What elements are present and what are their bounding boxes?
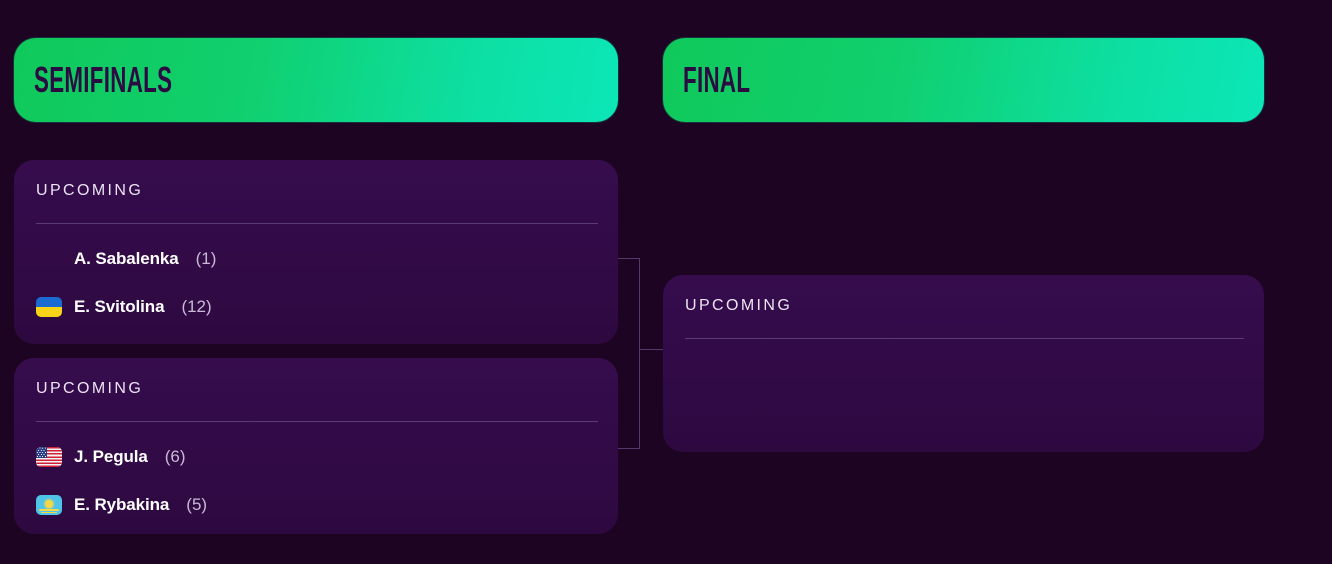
player-seed: (5): [186, 495, 208, 514]
connector-stub-bottom: [618, 448, 640, 449]
match-status-semifinal-1: UPCOMING: [36, 182, 144, 199]
kazakhstan-flag-icon: [36, 495, 62, 515]
usa-flag-icon: [36, 447, 62, 467]
player-seed: (12): [181, 297, 212, 316]
card-divider: [36, 421, 598, 422]
round-column-final: FINAL UPCOMING: [663, 0, 1264, 564]
no-flag-icon: [36, 249, 62, 269]
player-name: E. Rybakina: [74, 495, 170, 514]
player-seed: (1): [195, 249, 217, 268]
card-divider: [36, 223, 598, 224]
player-name: E. Svitolina: [74, 297, 165, 316]
round-column-semifinals: SEMIFINALS UPCOMING A. Sabalenka (1) E. …: [14, 0, 618, 564]
round-header-final: FINAL: [663, 38, 1264, 122]
match-card-final[interactable]: UPCOMING: [663, 275, 1264, 452]
player-name: J. Pegula: [74, 447, 148, 466]
player-row[interactable]: E. Rybakina (5): [36, 488, 598, 522]
player-list-semifinal-2: J. Pegula (6) E. Rybakina (5): [36, 440, 598, 522]
player-row[interactable]: J. Pegula (6): [36, 440, 598, 474]
player-list-semifinal-1: A. Sabalenka (1) E. Svitolina (12): [36, 242, 598, 324]
match-card-semifinal-1[interactable]: UPCOMING A. Sabalenka (1) E. Svitolina (…: [14, 160, 618, 344]
match-card-semifinal-2[interactable]: UPCOMING J. Pegula (6) E. Rybakina (5): [14, 358, 618, 534]
player-row[interactable]: A. Sabalenka (1): [36, 242, 598, 276]
ukraine-flag-icon: [36, 297, 62, 317]
round-title-final: FINAL: [683, 59, 751, 100]
player-seed: (6): [164, 447, 186, 466]
player-row[interactable]: E. Svitolina (12): [36, 290, 598, 324]
connector-stub-out: [639, 349, 663, 350]
round-title-semifinals: SEMIFINALS: [34, 59, 173, 100]
connector-vertical: [639, 258, 640, 449]
player-name: A. Sabalenka: [74, 249, 179, 268]
connector-stub-top: [618, 258, 640, 259]
match-status-final: UPCOMING: [685, 297, 793, 314]
match-status-semifinal-2: UPCOMING: [36, 380, 144, 397]
round-header-semifinals: SEMIFINALS: [14, 38, 618, 122]
card-divider: [685, 338, 1244, 339]
